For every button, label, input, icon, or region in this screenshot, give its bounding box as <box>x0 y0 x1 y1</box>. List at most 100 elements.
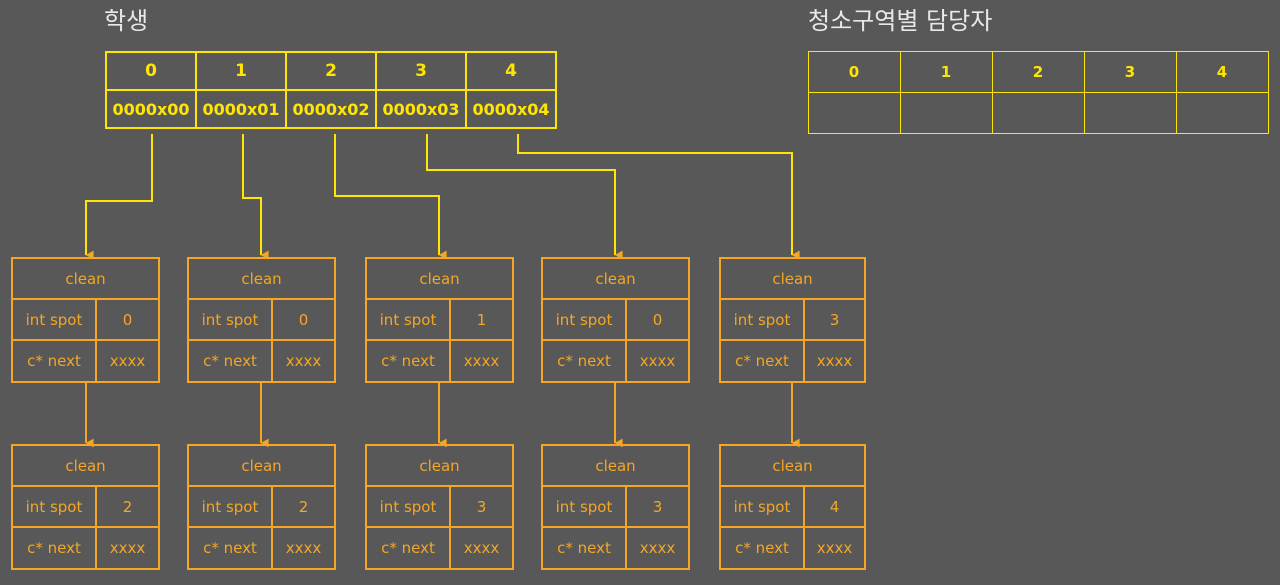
node-field-label: int spot <box>543 487 627 526</box>
node-field-label: c* next <box>367 527 451 568</box>
node-field-label: c* next <box>543 340 627 381</box>
students-array-table: 0 1 2 3 4 0000x00 0000x01 0000x02 0000x0… <box>105 51 557 129</box>
zones-array-value-cell <box>1175 91 1269 134</box>
node-field-next: c* next xxxx <box>721 340 864 381</box>
node-field-label: int spot <box>543 300 627 339</box>
clean-node: clean int spot 2 c* next xxxx <box>11 444 160 570</box>
node-field-value: xxxx <box>463 538 500 557</box>
node-struct-name: clean <box>367 259 512 301</box>
students-array-value-cell: 0000x03 <box>375 89 467 129</box>
node-field-label: c* next <box>189 527 273 568</box>
node-field-spot: int spot 2 <box>189 487 334 528</box>
node-field-spot: int spot 3 <box>721 300 864 341</box>
node-field-next: c* next xxxx <box>543 527 688 568</box>
node-field-spot: int spot 2 <box>13 487 158 528</box>
node-struct-name: clean <box>543 259 688 301</box>
node-field-value: xxxx <box>285 538 322 557</box>
node-field-label: c* next <box>367 340 451 381</box>
node-field-label: int spot <box>189 300 273 339</box>
students-array-index-cell: 2 <box>285 51 377 91</box>
node-field-label: int spot <box>189 487 273 526</box>
connector-array2-node3 <box>334 134 447 260</box>
node-field-value: xxxx <box>816 538 853 557</box>
zones-array-index-cell: 3 <box>1083 50 1177 93</box>
node-field-label: int spot <box>367 487 451 526</box>
node-struct-name: clean <box>189 446 334 488</box>
students-array-value-row: 0000x00 0000x01 0000x02 0000x03 0000x04 <box>105 89 557 129</box>
node-field-value: 3 <box>476 497 487 516</box>
students-array-value-cell: 0000x00 <box>105 89 197 129</box>
node-field-label: c* next <box>13 340 97 381</box>
students-array-value-cell: 0000x04 <box>465 89 557 129</box>
zones-array-value-cell <box>1083 91 1177 134</box>
node-field-next: c* next xxxx <box>543 340 688 381</box>
connector-array3-node4 <box>426 134 623 260</box>
node-field-spot: int spot 4 <box>721 487 864 528</box>
zones-array-table: 0 1 2 3 4 <box>807 50 1269 134</box>
clean-node: clean int spot 3 c* next xxxx <box>719 257 866 383</box>
zones-array-title: 청소구역별 담당자 <box>808 7 993 35</box>
node-field-value: 0 <box>652 310 663 329</box>
clean-node: clean int spot 2 c* next xxxx <box>187 444 336 570</box>
zones-array-value-cell <box>991 91 1085 134</box>
node-field-label: int spot <box>721 300 805 339</box>
node-field-label: c* next <box>13 527 97 568</box>
node-field-value: xxxx <box>639 351 676 370</box>
node-field-next: c* next xxxx <box>721 527 864 568</box>
students-array-value-cell: 0000x01 <box>195 89 287 129</box>
node-field-value: 1 <box>476 310 487 329</box>
zones-array-index-row: 0 1 2 3 4 <box>807 50 1269 93</box>
node-field-value: 0 <box>298 310 309 329</box>
students-array-index-cell: 3 <box>375 51 467 91</box>
node-field-value: 3 <box>652 497 663 516</box>
zones-array-value-row <box>807 91 1269 134</box>
clean-node: clean int spot 0 c* next xxxx <box>187 257 336 383</box>
node-struct-name: clean <box>367 446 512 488</box>
node-field-value: xxxx <box>463 351 500 370</box>
zones-array-value-cell <box>899 91 993 134</box>
zones-array-index-cell: 1 <box>899 50 993 93</box>
node-field-value: xxxx <box>109 351 146 370</box>
node-field-next: c* next xxxx <box>367 340 512 381</box>
clean-node: clean int spot 0 c* next xxxx <box>541 257 690 383</box>
node-field-value: 0 <box>122 310 133 329</box>
connector-array1-node2 <box>242 134 269 260</box>
node-struct-name: clean <box>721 259 864 301</box>
node-struct-name: clean <box>189 259 334 301</box>
node-field-spot: int spot 0 <box>13 300 158 341</box>
node-field-spot: int spot 3 <box>543 487 688 528</box>
node-field-value: xxxx <box>285 351 322 370</box>
node-field-value: 2 <box>122 497 133 516</box>
node-struct-name: clean <box>13 259 158 301</box>
node-struct-name: clean <box>721 446 864 488</box>
students-array-title: 학생 <box>104 7 149 35</box>
node-field-label: c* next <box>189 340 273 381</box>
zones-array-index-cell: 0 <box>807 50 901 93</box>
node-field-value: xxxx <box>816 351 853 370</box>
node-field-label: c* next <box>721 527 805 568</box>
node-field-spot: int spot 3 <box>367 487 512 528</box>
connector-array0-node1 <box>85 134 153 260</box>
zones-array-value-cell <box>807 91 901 134</box>
students-array-index-row: 0 1 2 3 4 <box>105 51 557 91</box>
clean-node: clean int spot 1 c* next xxxx <box>365 257 514 383</box>
node-struct-name: clean <box>543 446 688 488</box>
node-field-label: int spot <box>367 300 451 339</box>
node-field-next: c* next xxxx <box>189 527 334 568</box>
node-field-label: c* next <box>543 527 627 568</box>
node-field-next: c* next xxxx <box>13 527 158 568</box>
students-array-index-cell: 1 <box>195 51 287 91</box>
node-field-spot: int spot 0 <box>543 300 688 341</box>
node-field-spot: int spot 1 <box>367 300 512 341</box>
node-struct-name: clean <box>13 446 158 488</box>
node-field-value: 3 <box>829 310 840 329</box>
node-field-label: int spot <box>13 300 97 339</box>
zones-array-index-cell: 2 <box>991 50 1085 93</box>
students-array-value-cell: 0000x02 <box>285 89 377 129</box>
clean-node: clean int spot 3 c* next xxxx <box>541 444 690 570</box>
node-field-next: c* next xxxx <box>13 340 158 381</box>
connector-array4-node5 <box>517 134 800 260</box>
node-field-next: c* next xxxx <box>367 527 512 568</box>
node-field-label: c* next <box>721 340 805 381</box>
